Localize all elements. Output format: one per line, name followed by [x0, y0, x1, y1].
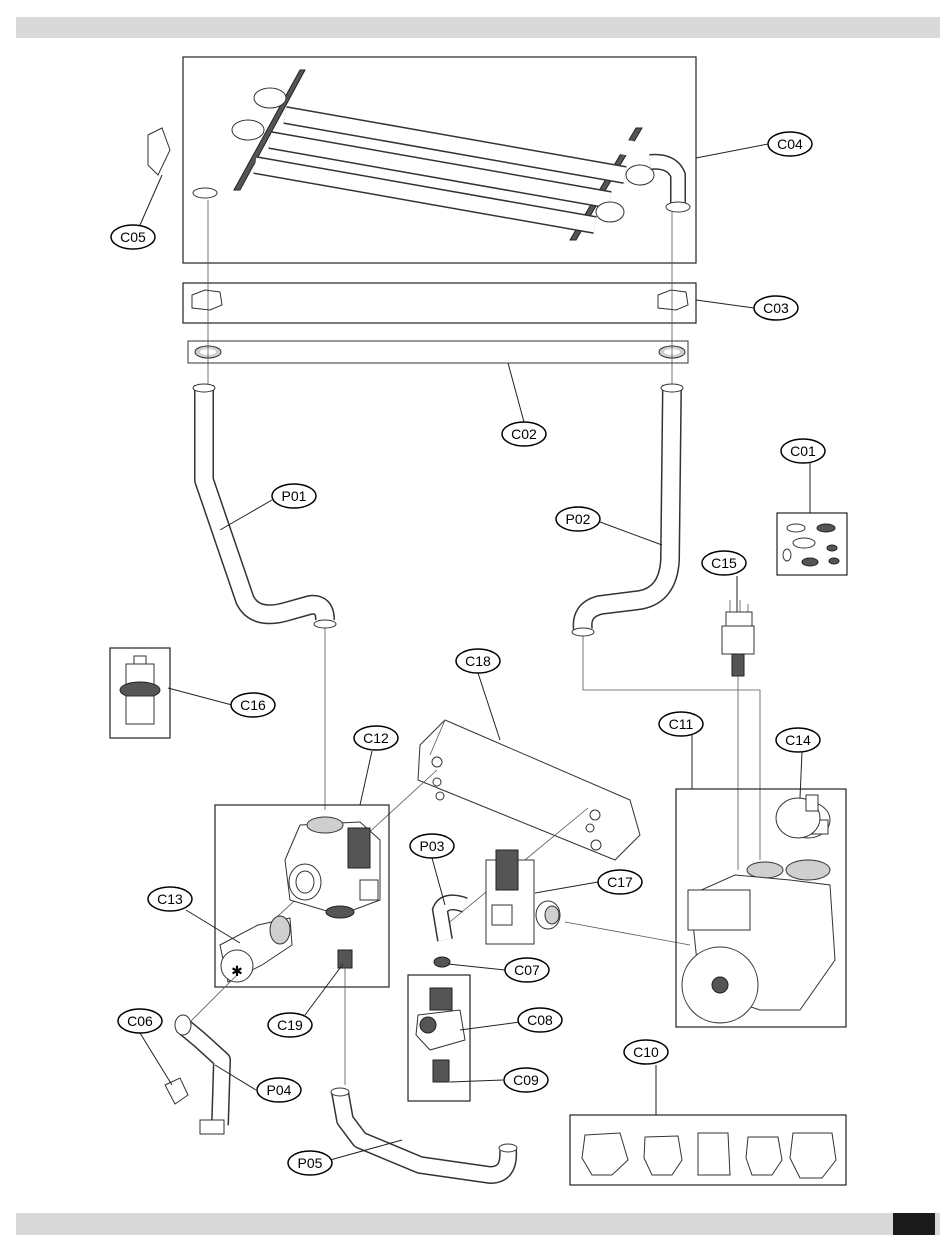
callout-c11: C11 — [659, 712, 703, 736]
finned-tubes — [255, 90, 640, 225]
svg-text:C03: C03 — [763, 300, 789, 316]
callout-c19: C19 — [268, 1013, 312, 1037]
svg-text:C05: C05 — [120, 229, 146, 245]
clip-c05 — [148, 128, 170, 175]
svg-text:C12: C12 — [363, 730, 389, 746]
svg-text:C18: C18 — [465, 653, 491, 669]
svg-text:C16: C16 — [240, 697, 266, 713]
auto-air-vent — [110, 648, 170, 738]
svg-text:P01: P01 — [282, 488, 307, 504]
callout-p01: P01 — [272, 484, 316, 508]
callout-c12: C12 — [354, 726, 398, 750]
svg-text:P02: P02 — [566, 511, 591, 527]
callout-c09: C09 — [504, 1068, 548, 1092]
svg-text:C10: C10 — [633, 1044, 659, 1060]
elbow-p03 — [440, 902, 465, 940]
callout-p02: P02 — [556, 507, 600, 531]
svg-text:C15: C15 — [711, 555, 737, 571]
callout-c01: C01 — [781, 439, 825, 463]
fill-valve-group — [408, 975, 470, 1101]
callout-c14: C14 — [776, 728, 820, 752]
svg-text:P04: P04 — [267, 1082, 292, 1098]
svg-text:C13: C13 — [157, 891, 183, 907]
svg-text:C11: C11 — [669, 716, 694, 732]
svg-text:C17: C17 — [607, 874, 633, 890]
seals-kit — [777, 513, 847, 575]
svg-text:C01: C01 — [790, 443, 816, 459]
callout-c06: C06 — [118, 1009, 162, 1033]
callout-c03: C03 — [754, 296, 798, 320]
callout-p04: P04 — [257, 1078, 301, 1102]
diverter-actuator: ✱ — [220, 916, 292, 982]
svg-text:C09: C09 — [513, 1072, 539, 1088]
callout-c07: C07 — [505, 958, 549, 982]
callout-c17: C17 — [598, 870, 642, 894]
svg-text:C08: C08 — [527, 1012, 553, 1028]
manifold-bar — [188, 341, 688, 363]
svg-text:C07: C07 — [514, 962, 540, 978]
filter-plug — [338, 950, 352, 968]
svg-text:C14: C14 — [785, 732, 811, 748]
callout-c13: C13 — [148, 887, 192, 911]
svg-text:✱: ✱ — [231, 963, 243, 979]
plate-heat-exchanger — [418, 720, 640, 860]
svg-text:C06: C06 — [127, 1013, 153, 1029]
clips-group — [183, 283, 696, 323]
pipe-p04 — [175, 1015, 224, 1134]
pipe-p01 — [193, 384, 336, 628]
callout-c16: C16 — [231, 693, 275, 717]
clip-c06 — [165, 1078, 188, 1104]
svg-text:P03: P03 — [420, 838, 445, 854]
washer-c07 — [434, 957, 450, 967]
callout-c08: C08 — [518, 1008, 562, 1032]
callout-c18: C18 — [456, 649, 500, 673]
callout-p03: P03 — [410, 834, 454, 858]
svg-text:C04: C04 — [777, 136, 803, 152]
heat-exchanger-group — [183, 57, 696, 263]
callout-c02: C02 — [502, 422, 546, 446]
callout-c05: C05 — [111, 225, 155, 249]
svg-text:P05: P05 — [298, 1155, 323, 1171]
pressure-sensor — [722, 600, 754, 676]
svg-text:C19: C19 — [277, 1017, 303, 1033]
pump-cap — [776, 795, 820, 838]
callout-c10: C10 — [624, 1040, 668, 1064]
callout-p05: P05 — [288, 1151, 332, 1175]
circulation-pump — [676, 789, 846, 1027]
svg-text:C02: C02 — [511, 426, 537, 442]
callout-c04: C04 — [768, 132, 812, 156]
fittings-kit — [570, 1115, 846, 1185]
callout-c15: C15 — [702, 551, 746, 575]
flow-sensor-group — [486, 850, 560, 944]
